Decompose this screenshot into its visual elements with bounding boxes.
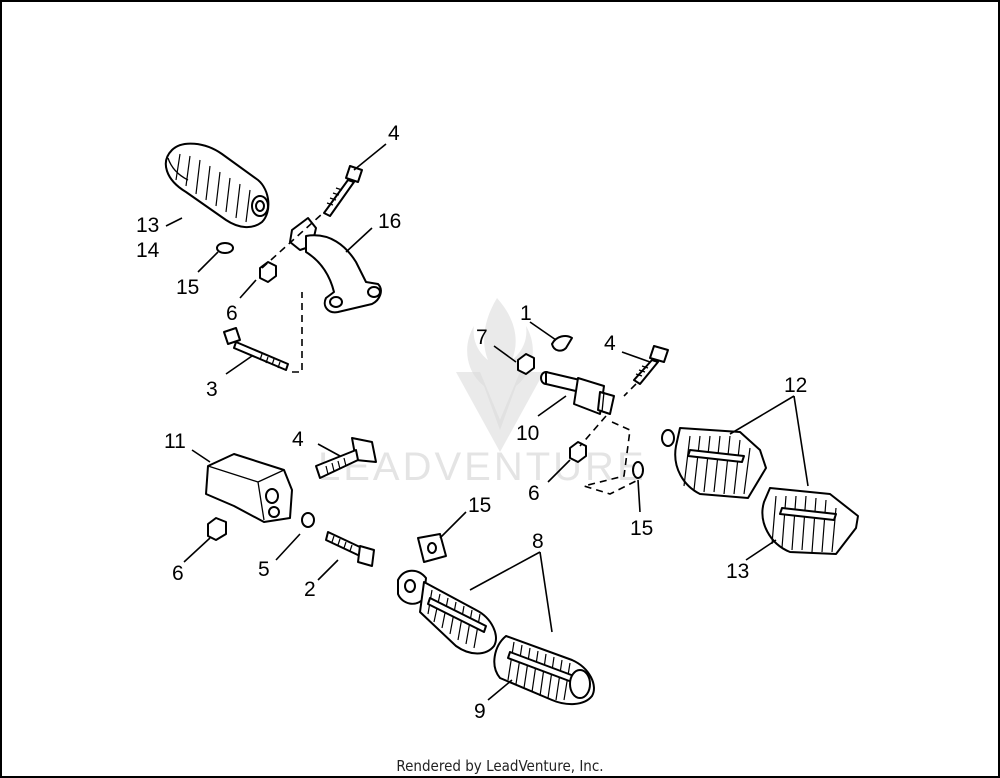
bolt-icon (315, 437, 377, 479)
bolt-icon (325, 531, 375, 567)
footpeg-left-icon (164, 142, 270, 228)
callout-1: 1 (520, 302, 532, 325)
footpeg-pair-icon (397, 569, 497, 655)
clevis-icon (205, 453, 293, 523)
pivot-pin-icon (540, 371, 615, 415)
callout-5: 5 (258, 558, 270, 581)
footpeg-right-icon (761, 487, 859, 555)
callout-9: 9 (474, 700, 486, 723)
footpeg-right-icon (661, 427, 767, 499)
callout-2: 2 (304, 578, 316, 601)
callout-4: 4 (604, 332, 616, 355)
washer-icon (632, 461, 644, 479)
nut-icon (259, 261, 277, 283)
footer-credit: Rendered by LeadVenture, Inc. (396, 757, 603, 775)
callout-14: 14 (136, 239, 160, 262)
nut-icon (517, 353, 535, 375)
long-bolt-icon (223, 327, 289, 371)
callout-15: 15 (468, 494, 491, 517)
callout-6: 6 (528, 482, 540, 505)
spring-washer-icon (301, 512, 315, 528)
callout-8: 8 (532, 530, 544, 553)
cotter-pin-icon (551, 335, 573, 352)
callout-4: 4 (388, 122, 400, 145)
callout-15: 15 (630, 517, 653, 540)
nut-icon (569, 441, 587, 463)
callout-4: 4 (292, 428, 304, 451)
footpeg-pair-icon (493, 635, 595, 706)
callout-11: 11 (164, 430, 186, 453)
callout-16: 16 (378, 210, 401, 233)
washer-icon (216, 242, 234, 254)
callout-3: 3 (206, 378, 218, 401)
adapter-icon (417, 533, 447, 563)
callout-6: 6 (172, 562, 184, 585)
callout-10: 10 (516, 422, 539, 445)
bolt-icon (633, 345, 669, 385)
nut-icon (207, 517, 227, 541)
callout-12: 12 (784, 374, 807, 397)
watermark-logo-icon (456, 298, 544, 452)
callout-15: 15 (176, 276, 199, 299)
callout-13: 13 (136, 214, 159, 237)
bolt-icon (323, 165, 363, 217)
callout-6: 6 (226, 302, 238, 325)
callout-13: 13 (726, 560, 749, 583)
callout-7: 7 (476, 326, 488, 349)
